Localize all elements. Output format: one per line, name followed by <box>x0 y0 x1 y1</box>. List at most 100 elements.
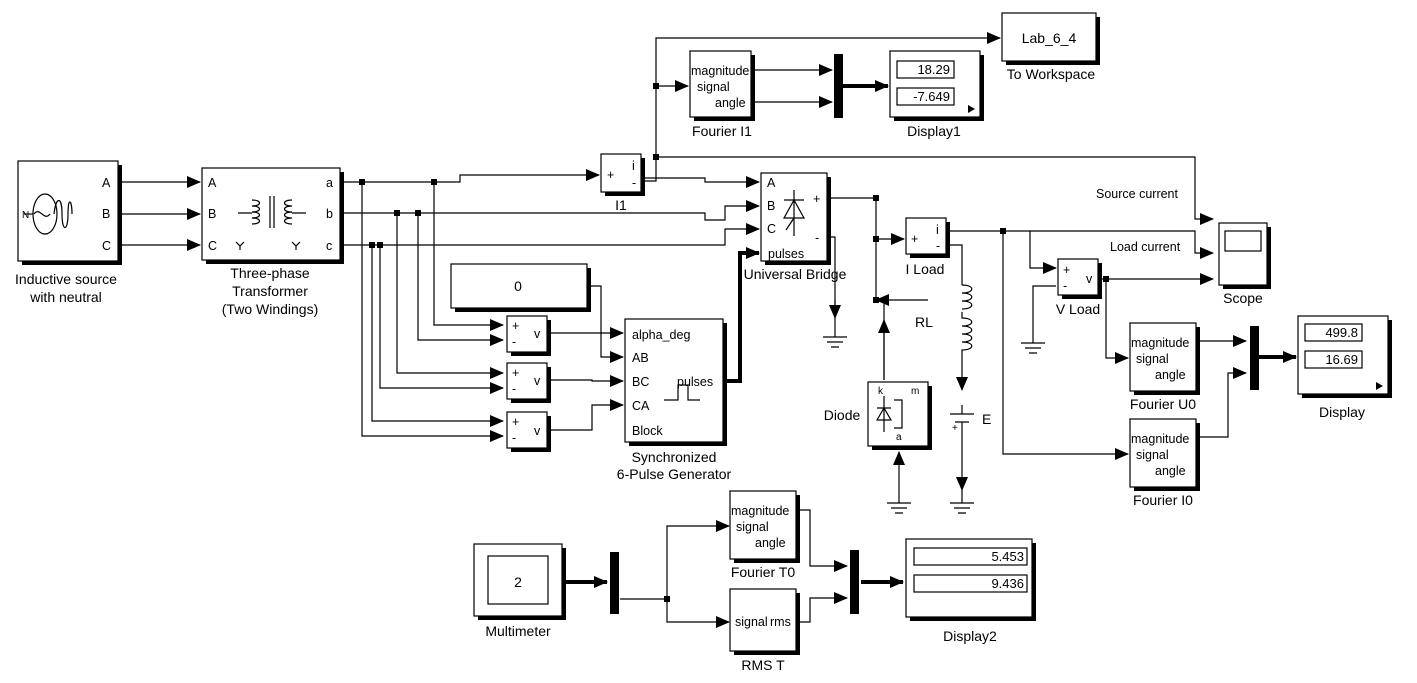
fourier-i0-signal: signal <box>1136 448 1169 462</box>
transformer-label-3: (Two Windings) <box>222 301 318 317</box>
bridge-port-b: B <box>767 199 775 213</box>
diode-a: a <box>896 432 902 443</box>
vm-ca-minus: - <box>512 431 516 445</box>
rl-label: RL <box>915 314 933 330</box>
fourier-i1-block[interactable]: magnitude signal angle Fourier I1 <box>689 50 755 139</box>
pulsegen-alpha: alpha_deg <box>632 328 690 342</box>
demux <box>610 552 619 614</box>
display1-value-1: 18.29 <box>917 62 950 77</box>
vload-plus: + <box>1063 263 1070 277</box>
scope-block[interactable]: Scope Source current Load current <box>1096 187 1271 306</box>
transformer-in-b: B <box>208 207 216 221</box>
vm-ca-out: v <box>534 424 541 438</box>
pulsegen-ca: CA <box>632 399 650 413</box>
vm-ab-out: v <box>534 327 541 341</box>
multimeter-block[interactable]: 2 Multimeter <box>473 543 566 639</box>
bridge-port-plus: + <box>813 192 820 206</box>
fourier-t0-label: Fourier T0 <box>731 564 796 580</box>
rl-load[interactable]: RL <box>915 284 973 352</box>
fourier-i1-label: Fourier I1 <box>692 123 752 139</box>
to-workspace-block[interactable]: Lab_6_4 To Workspace <box>1001 12 1100 82</box>
pulsegen-out: pulses <box>677 375 713 389</box>
pulse-icon <box>664 384 700 401</box>
rms-t-label: RMS T <box>741 657 785 673</box>
mux-1 <box>834 54 843 118</box>
pulsegen-label-1: Synchronized <box>632 449 717 465</box>
fourier-u0-signal: signal <box>1136 352 1169 366</box>
display-value-2: 16.69 <box>1325 352 1358 367</box>
display-block[interactable]: 499.8 16.69 Display <box>1297 315 1392 420</box>
display-label: Display <box>1319 404 1365 420</box>
display2-value-1: 5.453 <box>991 549 1024 564</box>
iload-out: i <box>936 223 939 237</box>
wires <box>116 32 1297 628</box>
fourier-i1-angle: angle <box>715 96 746 110</box>
voltage-measurement-ab[interactable]: + - v <box>506 315 551 356</box>
universal-bridge-block[interactable]: A B C pulses + - Universal Bridge <box>744 172 847 282</box>
transformer-out-c: c <box>326 239 332 253</box>
source-port-a: A <box>102 176 111 190</box>
pulsegen-label-2: 6-Pulse Generator <box>617 466 732 482</box>
bridge-port-pulses: pulses <box>768 247 804 261</box>
display2-value-2: 9.436 <box>991 576 1024 591</box>
fourier-t0-angle: angle <box>755 536 786 550</box>
transformer-in-a: A <box>208 176 217 190</box>
i1-plus: + <box>607 168 614 182</box>
source-port-n: N <box>22 210 29 221</box>
transformer-out-b: b <box>326 207 333 221</box>
voltage-measurement-ca[interactable]: + - v <box>506 411 551 452</box>
display2-block[interactable]: 5.453 9.436 Display2 <box>905 538 1036 644</box>
fourier-u0-magnitude: magnitude <box>1131 336 1189 350</box>
scope-signal-load-current: Load current <box>1110 240 1181 254</box>
vload-out: v <box>1086 272 1093 286</box>
fourier-i1-magnitude: magnitude <box>691 64 749 78</box>
fourier-t0-magnitude: magnitude <box>731 504 789 518</box>
to-workspace-label: To Workspace <box>1007 66 1096 82</box>
fourier-i0-magnitude: magnitude <box>1131 432 1189 446</box>
display1-block[interactable]: 18.29 -7.649 Display1 <box>889 50 984 139</box>
transformer-in-c: C <box>208 239 217 253</box>
e-label: E <box>982 411 991 427</box>
diode-k: k <box>878 386 884 397</box>
i1-label: I1 <box>615 197 627 213</box>
constant-block[interactable]: 0 <box>450 263 591 312</box>
inductive-source-block[interactable]: N A B C Inductive source with neutral <box>15 160 122 305</box>
display2-label: Display2 <box>943 628 997 644</box>
pulsegen-bc: BC <box>632 375 649 389</box>
vm-ca-plus: + <box>512 415 519 429</box>
diode-block[interactable]: k m a Diode <box>824 381 932 450</box>
iload-label: I Load <box>906 261 945 277</box>
fourier-t0-block[interactable]: magnitude signal angle Fourier T0 <box>729 490 800 580</box>
vload-minus: - <box>1063 279 1067 293</box>
fourier-i1-signal: signal <box>697 80 730 94</box>
source-label-1: Inductive source <box>15 271 117 287</box>
thyristor-icon <box>782 190 806 236</box>
diode-m: m <box>911 386 919 397</box>
diode-icon <box>875 396 903 432</box>
pulse-generator-block[interactable]: alpha_deg AB BC CA Block pulses Synchron… <box>617 318 732 482</box>
display-value-1: 499.8 <box>1325 325 1358 340</box>
constant-value: 0 <box>514 278 522 294</box>
dc-voltage-e[interactable]: + E <box>950 411 991 440</box>
fourier-i0-angle: angle <box>1155 464 1186 478</box>
junctions <box>359 83 1109 602</box>
fourier-u0-block[interactable]: magnitude signal angle Fourier U0 <box>1129 322 1200 412</box>
fourier-u0-angle: angle <box>1155 368 1186 382</box>
rms-t-block[interactable]: signal rms RMS T <box>729 588 800 673</box>
rms-rms: rms <box>770 615 791 629</box>
voltage-measurement-bc[interactable]: + - v <box>506 362 551 403</box>
voltage-measurement-vload[interactable]: + - v V Load <box>1056 258 1102 317</box>
fourier-u0-label: Fourier U0 <box>1130 396 1196 412</box>
i1-minus: - <box>632 176 636 190</box>
rms-signal: signal <box>735 615 768 629</box>
transformer-label-2: Transformer <box>232 283 308 299</box>
to-workspace-var: Lab_6_4 <box>1022 30 1077 46</box>
e-plus: + <box>952 423 958 434</box>
fourier-i0-block[interactable]: magnitude signal angle Fourier I0 <box>1129 418 1200 508</box>
scope-screen-icon <box>1224 230 1262 252</box>
current-measurement-iload[interactable]: + i - I Load <box>905 217 950 277</box>
current-measurement-i1[interactable]: + i - I1 <box>600 153 645 213</box>
transformer-block[interactable]: A B C a b c Three-phase Transformer (Two… <box>201 167 344 317</box>
transformer-out-a: a <box>326 176 333 190</box>
vm-bc-minus: - <box>512 382 516 396</box>
